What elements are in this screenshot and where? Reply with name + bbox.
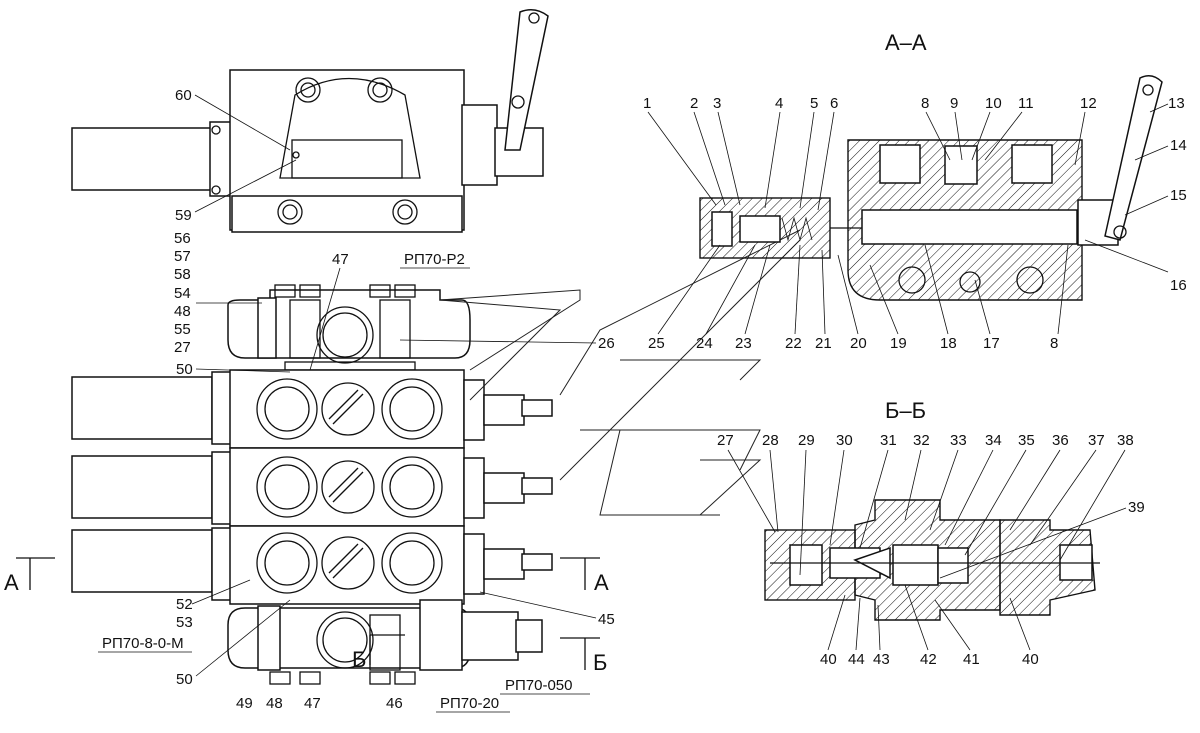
svg-text:11: 11 — [1018, 95, 1034, 112]
callout-59: 59 — [175, 207, 192, 224]
svg-text:15: 15 — [1170, 187, 1187, 204]
svg-text:29: 29 — [798, 432, 815, 449]
section-mark-a-right: А — [594, 570, 609, 595]
svg-text:1: 1 — [643, 95, 651, 112]
section-aa-title: А–А — [885, 30, 927, 55]
callout-46: 46 — [386, 695, 403, 712]
svg-text:25: 25 — [648, 335, 665, 352]
section-bb-title: Б–Б — [885, 398, 926, 423]
svg-text:37: 37 — [1088, 432, 1105, 449]
svg-text:4: 4 — [775, 95, 783, 112]
svg-text:31: 31 — [880, 432, 897, 449]
callout-58: 58 — [174, 266, 191, 283]
section-2 — [71, 447, 553, 527]
callout-60: 60 — [175, 87, 192, 104]
callout-48-bottom: 48 — [266, 695, 283, 712]
svg-text:16: 16 — [1170, 277, 1187, 294]
front-view — [16, 229, 801, 685]
svg-text:36: 36 — [1052, 432, 1069, 449]
section-mark-b-left: Б — [352, 647, 366, 672]
callout-54: 54 — [174, 285, 191, 302]
svg-text:13: 13 — [1168, 95, 1185, 112]
callout-53: 53 — [176, 614, 193, 631]
callout-47-bottom: 47 — [304, 695, 321, 712]
svg-text:38: 38 — [1117, 432, 1134, 449]
svg-text:32: 32 — [913, 432, 930, 449]
svg-text:20: 20 — [850, 335, 867, 352]
part-label-rp70-80m: РП70-8-0-М — [102, 635, 184, 652]
svg-text:40: 40 — [820, 651, 837, 668]
callout-47-top: 47 — [332, 251, 349, 268]
svg-text:40: 40 — [1022, 651, 1039, 668]
svg-text:43: 43 — [873, 651, 890, 668]
svg-text:44: 44 — [848, 651, 865, 668]
part-label-rp70-20: РП70-20 — [440, 695, 499, 712]
svg-text:33: 33 — [950, 432, 967, 449]
top-view — [71, 9, 549, 233]
svg-text:24: 24 — [696, 335, 713, 352]
section-1 — [71, 369, 553, 449]
section-3 — [71, 525, 553, 605]
svg-text:12: 12 — [1080, 95, 1097, 112]
svg-text:10: 10 — [985, 95, 1002, 112]
part-label-rp70-050: РП70-050 — [505, 677, 573, 694]
callouts-bb: 27 28 29 30 31 32 33 34 35 36 37 38 39 4… — [717, 432, 1145, 668]
part-label-rp70-p2: РП70-Р2 — [404, 251, 465, 268]
svg-text:39: 39 — [1128, 499, 1145, 516]
svg-text:22: 22 — [785, 335, 802, 352]
section-mark-b-right: Б — [593, 650, 607, 675]
svg-text:30: 30 — [836, 432, 853, 449]
svg-text:28: 28 — [762, 432, 779, 449]
svg-text:9: 9 — [950, 95, 958, 112]
svg-text:8: 8 — [1050, 335, 1058, 352]
callout-50-top: 50 — [176, 361, 193, 378]
svg-text:42: 42 — [920, 651, 937, 668]
svg-text:34: 34 — [985, 432, 1002, 449]
callout-57: 57 — [174, 248, 191, 265]
svg-text:6: 6 — [830, 95, 838, 112]
section-mark-a-left: А — [4, 570, 19, 595]
svg-text:14: 14 — [1170, 137, 1187, 154]
svg-text:35: 35 — [1018, 432, 1035, 449]
section-bb-drawing — [764, 499, 1100, 621]
callout-55: 55 — [174, 321, 191, 338]
svg-text:2: 2 — [690, 95, 698, 112]
svg-text:3: 3 — [713, 95, 721, 112]
callout-50-bottom: 50 — [176, 671, 193, 688]
svg-text:18: 18 — [940, 335, 957, 352]
callout-27: 27 — [174, 339, 191, 356]
svg-text:19: 19 — [890, 335, 907, 352]
callout-26: 26 — [598, 335, 615, 352]
callout-56: 56 — [174, 230, 191, 247]
svg-text:5: 5 — [810, 95, 818, 112]
callouts-main: 60 59 56 57 58 47 54 48 55 27 26 50 52 5… — [174, 87, 615, 712]
callout-49: 49 — [236, 695, 253, 712]
svg-text:8: 8 — [921, 95, 929, 112]
callout-45: 45 — [598, 611, 615, 628]
svg-text:41: 41 — [963, 651, 980, 668]
svg-text:27: 27 — [717, 432, 734, 449]
svg-text:21: 21 — [815, 335, 832, 352]
callouts-aa: 1 2 3 4 5 6 8 9 10 11 12 13 14 15 16 25 … — [643, 95, 1187, 352]
callout-52: 52 — [176, 596, 193, 613]
svg-text:17: 17 — [983, 335, 1000, 352]
svg-text:23: 23 — [735, 335, 752, 352]
callout-48-top: 48 — [174, 303, 191, 320]
